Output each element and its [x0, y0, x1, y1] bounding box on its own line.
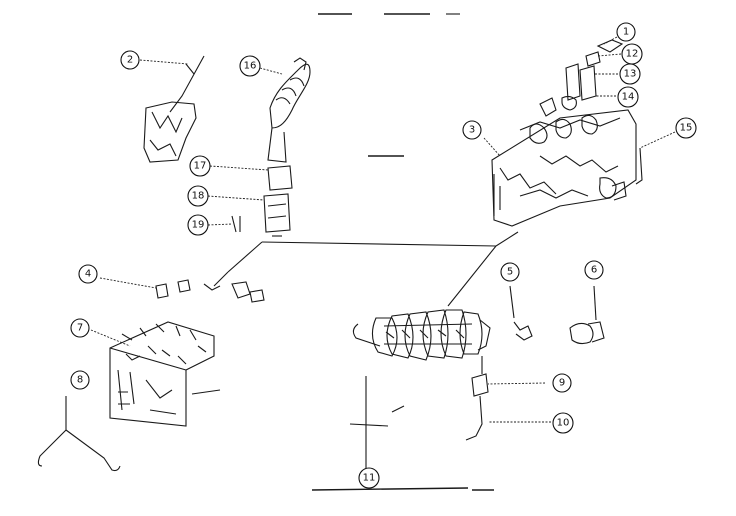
callout-label: 2: [127, 55, 133, 66]
callout-13: 13: [619, 63, 641, 85]
callout-label: 7: [77, 323, 83, 334]
callout-18: 18: [187, 185, 209, 207]
callout-9: 9: [552, 373, 572, 393]
callout-label: 14: [622, 92, 635, 103]
callout-label: 5: [507, 267, 513, 278]
callout-label: 9: [559, 378, 565, 389]
leader-lines: [90, 36, 676, 423]
part-lower-pieces: [349, 356, 489, 441]
callout-label: 6: [591, 265, 597, 276]
callout-17: 17: [189, 155, 211, 177]
callout-5: 5: [500, 262, 520, 282]
callout-14: 14: [617, 86, 639, 108]
callout-19: 19: [187, 214, 209, 236]
part-wire-clip: [37, 396, 121, 472]
part-small-stack: [539, 39, 624, 117]
callout-label: 19: [192, 220, 205, 231]
part-small-pieces: [509, 285, 605, 345]
callout-4: 4: [78, 264, 98, 284]
callout-2: 2: [120, 50, 140, 70]
callout-label: 1: [623, 27, 629, 38]
callout-16: 16: [239, 55, 261, 77]
callout-label: 11: [363, 473, 376, 484]
callout-6: 6: [584, 260, 604, 280]
part-column: [231, 165, 293, 237]
callout-label: 18: [192, 191, 205, 202]
callout-label: 12: [626, 49, 639, 60]
callout-1: 1: [616, 22, 636, 42]
callout-15: 15: [675, 117, 697, 139]
callout-7: 7: [70, 318, 90, 338]
callout-8: 8: [70, 370, 90, 390]
callout-label: 10: [557, 418, 570, 429]
callout-label: 13: [624, 69, 637, 80]
callout-11: 11: [358, 467, 380, 489]
callout-label: 8: [77, 375, 83, 386]
part-shaft: [155, 279, 265, 303]
callout-12: 12: [621, 43, 643, 65]
callout-3: 3: [462, 120, 482, 140]
part-upper-assembly: [491, 109, 643, 227]
callouts: 1 2 3 4 5 6 7 8 9 10 11 12 13 14 15 16 1…: [70, 22, 697, 489]
part-spring: [267, 57, 311, 163]
scan-marks: [318, 13, 494, 491]
callout-label: 16: [244, 61, 257, 72]
callout-label: 15: [680, 123, 693, 134]
part-cam-shaft: [352, 309, 491, 361]
part-bracket: [143, 55, 205, 163]
callout-10: 10: [552, 412, 574, 434]
assembly-lines: [213, 231, 519, 491]
callout-label: 3: [469, 125, 475, 136]
part-housing: [109, 321, 221, 427]
callout-label: 4: [85, 269, 91, 280]
callout-label: 17: [194, 161, 207, 172]
